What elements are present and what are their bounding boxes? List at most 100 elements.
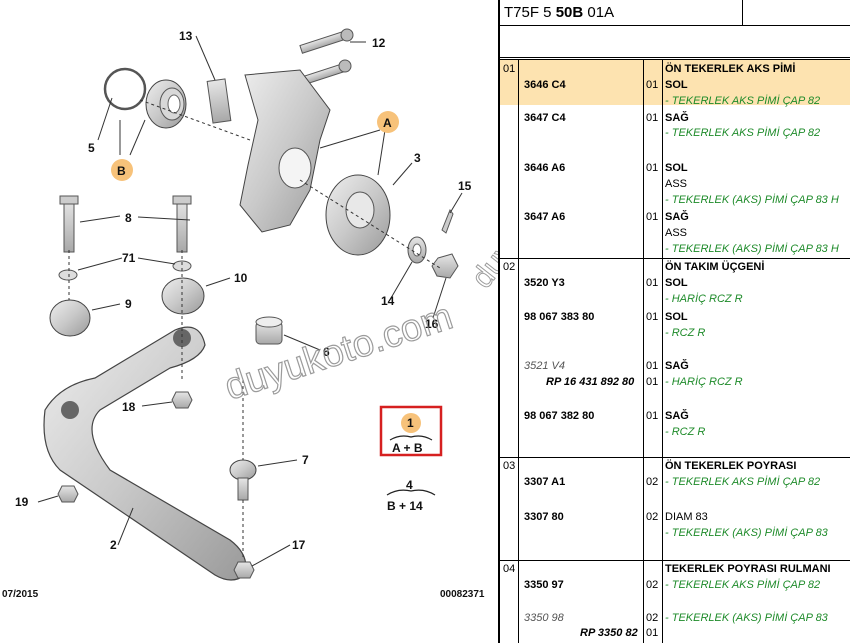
ref-3521-v4[interactable]: 3521 V4 [524, 360, 565, 372]
desc-ass: ASS [665, 178, 688, 190]
label-7: 7 [302, 453, 309, 467]
desc-note: - HARİÇ RCZ R [665, 376, 743, 388]
hub-bolts-part [299, 28, 354, 86]
desc-title: TEKERLEK POYRASI RULMANI [665, 563, 831, 575]
desc-side: SOL [665, 311, 688, 323]
callout-a-circle [377, 111, 399, 133]
desc-side: SOL [665, 162, 688, 174]
qty: 02 [646, 579, 659, 591]
watermark-2: duyukoto.com [465, 124, 498, 294]
row-highlight [500, 60, 850, 105]
catalog-code-prefix: T75F 5 [504, 4, 556, 21]
desc-ass: ASS [665, 227, 688, 239]
desc-note: - TEKERLEK AKS PİMİ ÇAP 82 [665, 127, 821, 139]
label-71: 71 [122, 251, 136, 265]
label-5: 5 [88, 141, 95, 155]
label-17: 17 [292, 538, 306, 552]
nuts-parts [57, 391, 255, 579]
ball-joint-part [229, 459, 257, 501]
desc-side: SAĞ [665, 112, 689, 124]
exploded-parts-diagram: 13 12 A 5 B 3 15 8 71 10 9 14 16 6 18 7 … [2, 28, 498, 600]
label-19: 19 [15, 495, 29, 509]
desc-diam: DIAM 83 [665, 511, 708, 523]
qty: 01 [646, 211, 659, 223]
ref-3350-98[interactable]: 3350 98 [524, 612, 564, 624]
abs-bracket-part [206, 78, 232, 124]
desc-note: - RCZ R [665, 426, 706, 438]
arm-bolt-left-part [49, 195, 91, 337]
ref-3647-a6[interactable]: 3647 A6 [524, 211, 566, 223]
group-04: 04 [503, 563, 516, 575]
desc-side: SOL [665, 277, 688, 289]
callout-b-circle [111, 159, 133, 181]
ref-98067382[interactable]: 98 067 382 80 [524, 410, 595, 422]
group-01: 01 [503, 63, 516, 75]
desc-note: - TEKERLEK AKS PİMİ ÇAP 82 [665, 95, 821, 107]
control-arm-part [43, 326, 247, 581]
ref-3350-97[interactable]: 3350 97 [524, 579, 564, 591]
label-b-plus-14: B + 14 [387, 499, 423, 513]
label-12: 12 [372, 36, 386, 50]
ref-3520-y3[interactable]: 3520 Y3 [524, 277, 565, 289]
label-18: 18 [122, 400, 136, 414]
wheel-hub-part [325, 174, 391, 256]
wheel-bearing-part [145, 79, 187, 129]
qty: 02 [646, 511, 659, 523]
qty: 01 [646, 277, 659, 289]
table-header: T75F 5 50B 01A [500, 0, 850, 26]
qty: 01 [646, 360, 659, 372]
watermark-1: duyukoto.com [220, 296, 458, 409]
steering-knuckle-part [239, 69, 331, 233]
assembly-lines [68, 99, 441, 560]
label-b: B [117, 164, 126, 178]
ref-3646-c4[interactable]: 3646 C4 [524, 79, 566, 91]
label-15: 15 [458, 179, 472, 193]
label-4: 4 [406, 478, 413, 492]
callout-1-circle [401, 413, 421, 433]
desc-note: - RCZ R [665, 327, 706, 339]
desc-side: SAĞ [665, 410, 689, 422]
label-16: 16 [425, 317, 439, 331]
arm-bolt-right-part [161, 195, 205, 315]
qty: 01 [646, 311, 659, 323]
table-spacer [500, 25, 850, 60]
label-a: A [383, 116, 392, 130]
label-9: 9 [125, 297, 132, 311]
label-1: 1 [407, 416, 414, 430]
label-14: 14 [381, 294, 395, 308]
group-02: 02 [503, 261, 516, 273]
desc-side: SAĞ [665, 211, 689, 223]
label-a-plus-b: A + B [392, 441, 423, 455]
desc-side: SOL [665, 79, 688, 91]
desc-note: - TEKERLEK AKS PİMİ ÇAP 82 [665, 476, 821, 488]
hub-nut-parts [407, 208, 459, 279]
qty: 01 [646, 112, 659, 124]
leader-lines [37, 35, 463, 567]
desc-title: ÖN TEKERLEK AKS PİMİ [665, 63, 796, 75]
desc-note: - TEKERLEK (AKS) PİMİ ÇAP 83 H [665, 243, 839, 255]
desc-note: - TEKERLEK (AKS) PİMİ ÇAP 83 H [665, 194, 839, 206]
qty: 01 [646, 627, 659, 639]
footer-code: 00082371 [440, 589, 485, 600]
ref-3307-a1[interactable]: 3307 A1 [524, 476, 566, 488]
ref-3307-80[interactable]: 3307 80 [524, 511, 564, 523]
ref-98067383[interactable]: 98 067 383 80 [524, 311, 595, 323]
label-10: 10 [234, 271, 248, 285]
group-03: 03 [503, 460, 516, 472]
qty: 01 [646, 410, 659, 422]
ref-rp-16431892[interactable]: RP 16 431 892 80 [546, 376, 635, 388]
ref-3646-a6[interactable]: 3646 A6 [524, 162, 566, 174]
catalog-code-bold: 50B [555, 4, 584, 21]
label-8: 8 [125, 211, 132, 225]
label-6: 6 [323, 345, 330, 359]
desc-title: ÖN TAKIM ÜÇGENİ [665, 261, 765, 273]
qty: 02 [646, 476, 659, 488]
desc-note: - HARİÇ RCZ R [665, 293, 743, 305]
highlight-box [379, 405, 443, 457]
desc-note: - TEKERLEK (AKS) PİMİ ÇAP 83 [665, 527, 828, 539]
ref-rp-335082[interactable]: RP 3350 82 [580, 627, 638, 639]
footer-date: 07/2015 [2, 589, 39, 600]
ref-3647-c4[interactable]: 3647 C4 [524, 112, 566, 124]
qty: 01 [646, 162, 659, 174]
desc-note: - TEKERLEK AKS PİMİ ÇAP 82 [665, 579, 821, 591]
